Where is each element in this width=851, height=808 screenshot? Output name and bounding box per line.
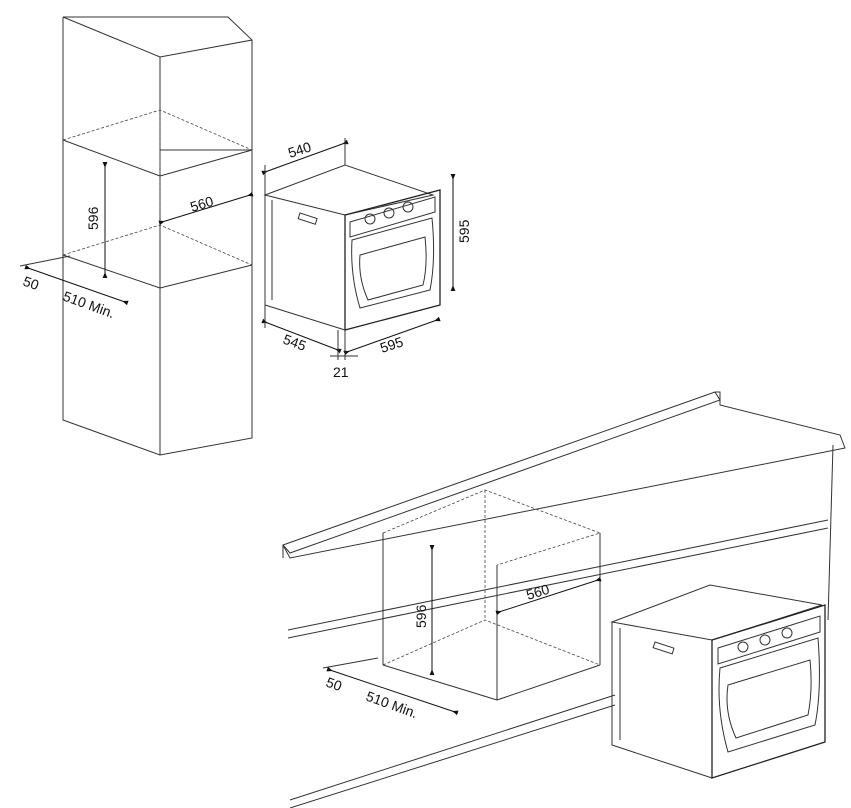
- tall-cabinet: [62, 16, 254, 456]
- worktop: [282, 391, 846, 808]
- tall-front-offset-label: 50: [21, 273, 41, 293]
- under-counter-niche: [382, 489, 602, 701]
- oven-depth-top-label: 540: [286, 138, 313, 161]
- under-niche-depth-label: 510 Min.: [364, 688, 420, 721]
- under-niche-height-label: 596: [413, 604, 429, 628]
- oven-height-label: 595: [456, 219, 472, 243]
- oven-width-label: 595: [378, 333, 405, 356]
- under-niche-width-label: 560: [524, 581, 551, 603]
- oven-upper: [263, 164, 441, 331]
- oven-upper-dimensions: 540 595 545 595 21: [261, 138, 472, 380]
- tall-niche-depth-label: 510 Min.: [61, 288, 117, 321]
- tall-niche-height-label: 596: [85, 206, 101, 230]
- under-counter-dimensions: 596 560 50 510 Min.: [322, 545, 602, 721]
- tall-niche-width-label: 560: [188, 193, 215, 215]
- oven-lower: [610, 584, 826, 779]
- tall-cabinet-dimensions: 596 560 50 510 Min.: [19, 162, 254, 321]
- oven-front-thickness-label: 21: [333, 364, 349, 380]
- under-front-offset-label: 50: [324, 674, 344, 694]
- oven-side-depth-label: 545: [281, 331, 309, 354]
